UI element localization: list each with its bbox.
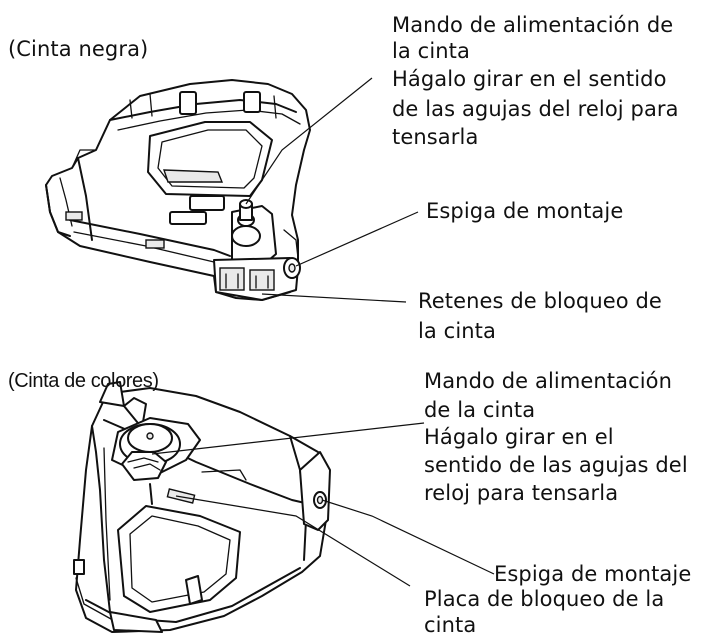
black-ribbon-title: (Cinta negra) [8, 37, 149, 61]
black-mounting-pin-label: Espiga de montaje [426, 199, 624, 223]
top-leader-lines [245, 77, 419, 303]
black-ribbon-cartridge-drawing [45, 79, 311, 301]
color-feed-knob-instruction-line2: sentido de las agujas del [424, 453, 688, 477]
color-feed-knob-label-line1: Mando de alimentación [424, 369, 673, 393]
bottom-leader-lines [151, 422, 495, 587]
color-ribbon-cartridge-drawing [73, 381, 331, 633]
black-feed-knob-instruction-line1: Hágalo girar en el sentido [392, 67, 667, 91]
black-lock-tabs-label-line2: la cinta [418, 319, 496, 343]
black-feed-knob-instruction-line3: tensarla [392, 125, 479, 149]
black-feed-knob-instruction-line2: de las agujas del reloj para [392, 97, 679, 121]
color-feed-knob-instruction-line3: reloj para tensarla [424, 481, 619, 505]
color-feed-knob-label-line2: de la cinta [424, 398, 536, 422]
black-lock-tabs-label-line1: Retenes de bloqueo de [418, 289, 662, 313]
color-lock-plate-label-line1: Placa de bloqueo de la [424, 587, 665, 611]
color-lock-plate-label-line2: cinta [424, 613, 477, 637]
black-feed-knob-label-line1: Mando de alimentación de [392, 13, 674, 37]
color-mounting-pin-label: Espiga de montaje [494, 562, 692, 586]
color-feed-knob-instruction-line1: Hágalo girar en el [424, 425, 614, 449]
black-feed-knob-label-line2: la cinta [392, 39, 470, 63]
color-ribbon-title: (Cinta de colores) [8, 370, 159, 392]
